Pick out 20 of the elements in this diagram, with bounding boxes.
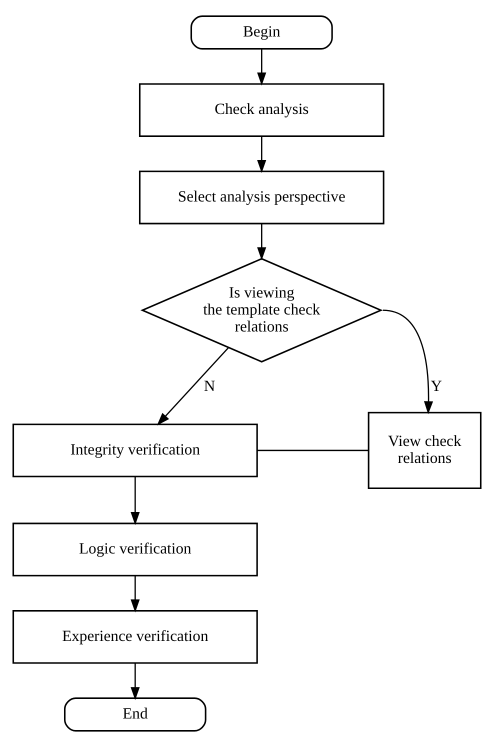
arrow — [130, 663, 140, 700]
arrow — [130, 576, 140, 612]
arrow — [257, 136, 266, 174]
node-box: Integrity verification — [12, 424, 258, 478]
node-box: Logic verification — [12, 522, 258, 576]
arrow — [130, 476, 140, 526]
node-box: Select analysis perspective — [138, 170, 384, 224]
edge-label: Y — [430, 378, 442, 396]
node-box: View check relations — [368, 412, 482, 490]
edge-label: N — [204, 378, 216, 396]
arrow — [257, 49, 266, 86]
connector — [257, 450, 368, 452]
arrow — [156, 347, 229, 426]
node-box: Begin — [190, 15, 333, 50]
arrow — [257, 224, 266, 260]
node-box: Check analysis — [138, 83, 384, 137]
node-diamond: Is viewing the template check relations — [140, 258, 383, 363]
arrow — [382, 310, 434, 414]
node-box: End — [64, 697, 206, 732]
node-box: Experience verification — [12, 610, 258, 664]
